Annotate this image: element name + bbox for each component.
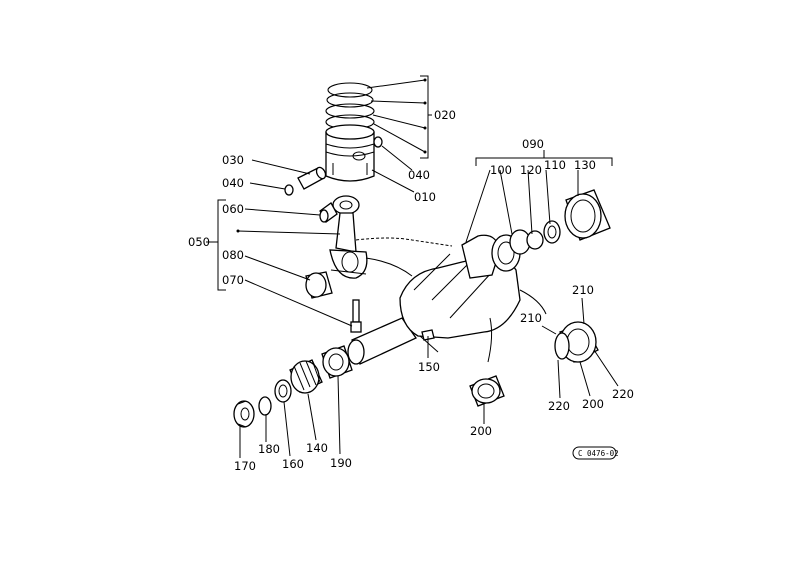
- label-040-right: 040: [408, 168, 430, 182]
- label-200-bottom: 200: [470, 424, 492, 438]
- label-010: 010: [414, 190, 436, 204]
- collar-180[interactable]: [258, 396, 272, 416]
- label-220-right: 220: [612, 387, 634, 401]
- collar-160[interactable]: [274, 379, 292, 403]
- label-110: 110: [544, 158, 566, 172]
- label-100: 100: [490, 163, 512, 177]
- bearing-housing-130[interactable]: [564, 189, 611, 241]
- piston-pin-circlip-right[interactable]: [373, 136, 383, 148]
- thrust-washer-210[interactable]: [554, 332, 570, 360]
- connecting-rod[interactable]: [329, 195, 368, 279]
- bracket-090: [475, 150, 613, 166]
- leader-lines: [206, 79, 619, 458]
- main-bearing-case-200[interactable]: [559, 321, 599, 363]
- crankshaft-gear-140[interactable]: [289, 359, 323, 394]
- connecting-rod-bolt[interactable]: [350, 299, 362, 333]
- drawing-code: C 0476-02: [578, 449, 619, 458]
- bearing-120[interactable]: [526, 230, 544, 250]
- label-090: 090: [522, 137, 544, 151]
- label-140: 140: [306, 441, 328, 455]
- seal-110[interactable]: [543, 220, 561, 244]
- piston-pin-circlip-left[interactable]: [284, 184, 294, 196]
- guide-lines: [355, 237, 547, 363]
- label-060: 060: [222, 202, 244, 216]
- label-200-right: 200: [582, 397, 604, 411]
- label-180: 180: [258, 442, 280, 456]
- part-labels: 020 040 010 030 040 060 050 080 070 090 …: [188, 108, 634, 473]
- label-080: 080: [222, 248, 244, 262]
- label-030: 030: [222, 153, 244, 167]
- label-130: 130: [574, 158, 596, 172]
- bearing-190[interactable]: [321, 345, 353, 379]
- label-120: 120: [520, 163, 542, 177]
- label-070: 070: [222, 273, 244, 287]
- small-end-bushing[interactable]: [319, 202, 338, 223]
- oil-seal-170[interactable]: [233, 400, 255, 428]
- label-210-left: 210: [520, 311, 542, 325]
- label-210-top: 210: [572, 283, 594, 297]
- label-050: 050: [188, 235, 210, 249]
- drawing-code-badge: C 0476-02: [572, 446, 619, 460]
- label-150: 150: [418, 360, 440, 374]
- piston[interactable]: [325, 124, 375, 182]
- piston-rings[interactable]: [325, 82, 375, 130]
- label-040-left: 040: [222, 176, 244, 190]
- bracket-020: [420, 75, 429, 159]
- crankshaft[interactable]: [347, 234, 521, 365]
- label-220-left: 220: [548, 399, 570, 413]
- label-160: 160: [282, 457, 304, 471]
- label-170: 170: [234, 459, 256, 473]
- label-020: 020: [434, 108, 456, 122]
- piston-pin[interactable]: [297, 166, 327, 190]
- crankshaft-key[interactable]: [421, 329, 435, 341]
- main-bearing-200-bottom[interactable]: [469, 375, 505, 407]
- crankpin-bearing[interactable]: [305, 271, 333, 299]
- label-190: 190: [330, 456, 352, 470]
